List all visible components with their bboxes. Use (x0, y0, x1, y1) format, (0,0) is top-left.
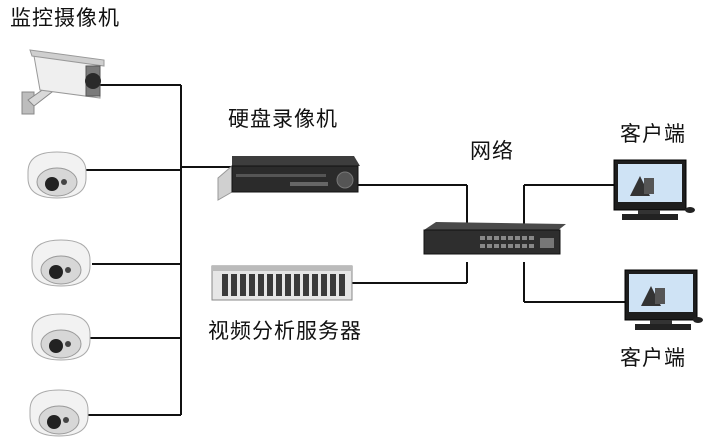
bullet-camera-icon (21, 49, 105, 115)
nvr-label: 硬盘录像机 (228, 107, 338, 131)
dome-camera-icon (29, 389, 89, 437)
network-switch-icon (423, 222, 566, 255)
server-device-icon (211, 265, 353, 301)
dome-camera-icon (31, 313, 91, 361)
cameras-label: 监控摄像机 (10, 6, 120, 30)
dome-camera-icon (27, 151, 87, 199)
network-label: 网络 (470, 139, 514, 163)
client-label-top: 客户端 (620, 122, 686, 146)
analysis-server-label: 视频分析服务器 (208, 319, 362, 343)
connection-lines (85, 84, 625, 416)
dome-camera-icon (31, 239, 91, 287)
client-computer-icon (624, 269, 703, 330)
client-computer-icon (613, 159, 695, 220)
client-label-bottom: 客户端 (620, 346, 686, 370)
nvr-device-icon (217, 156, 360, 201)
